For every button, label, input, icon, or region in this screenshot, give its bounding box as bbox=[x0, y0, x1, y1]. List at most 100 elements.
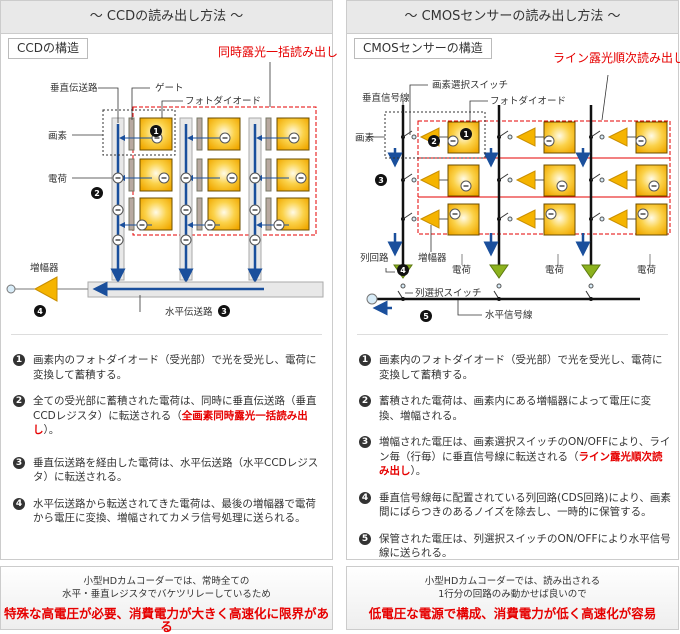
leader-line bbox=[98, 87, 119, 123]
step-marker-icon bbox=[150, 125, 162, 137]
pixel-select-switch bbox=[498, 212, 509, 220]
step-marker-number: 3 bbox=[221, 307, 227, 316]
leader-line bbox=[161, 100, 183, 118]
ccd-structure-label: CCDの構造 bbox=[8, 38, 88, 59]
label-pixel-select-switch: 画素選択スイッチ bbox=[432, 79, 508, 91]
switch-terminal bbox=[599, 216, 605, 222]
switch-terminal bbox=[507, 134, 513, 140]
label-charge: 電荷 bbox=[545, 265, 565, 276]
ccd-summary-line2: 水平・垂直レジスタでバケツリレーしているため bbox=[62, 589, 271, 600]
step-marker-number: 1 bbox=[463, 130, 469, 139]
switch-terminal bbox=[588, 283, 594, 289]
pixel-select-switch bbox=[402, 173, 413, 181]
step-text: 増幅された電圧は、画素選択スイッチのON/OFFにより、ライン毎（行毎）に垂直信… bbox=[379, 436, 671, 463]
divider bbox=[11, 334, 322, 335]
label-cmos-pixel: 画素 bbox=[355, 132, 375, 144]
photodiode bbox=[276, 197, 310, 231]
photodiode bbox=[635, 203, 668, 236]
pixel-select-switch bbox=[402, 130, 413, 138]
gate bbox=[265, 197, 272, 231]
pixel-select-switch bbox=[498, 173, 509, 181]
step-item: 5 保管された電圧は、列選択スイッチのON/OFFにより水平信号線に送られる。 bbox=[359, 532, 672, 561]
pixel-amplifier-icon bbox=[607, 209, 628, 229]
step-text: 保管された電圧は、列選択スイッチのON/OFFにより水平信号線に送られる。 bbox=[379, 532, 671, 560]
switch-terminal bbox=[507, 177, 513, 183]
column-circuit-icon bbox=[489, 264, 509, 279]
ccd-summary: 小型HDカムコーダーでは、常時全ての 水平・垂直レジスタでバケツリレーしているた… bbox=[0, 566, 333, 633]
cmos-summary-line1: 小型HDカムコーダーでは、読み出される bbox=[424, 576, 601, 587]
line-readout-region bbox=[417, 120, 671, 235]
cmos-summary-line2: 1行分の回路のみ動かせば良いので bbox=[438, 589, 587, 600]
divider bbox=[357, 334, 668, 335]
label-charge: 電荷 bbox=[637, 265, 657, 276]
gate bbox=[196, 197, 203, 231]
switch-terminal bbox=[599, 177, 605, 183]
label-vertical-transfer: 垂直伝送路 bbox=[50, 82, 98, 94]
pixel-amplifier-icon bbox=[419, 170, 440, 190]
step-number-icon: 1 bbox=[13, 354, 25, 366]
cmos-summary: 小型HDカムコーダーでは、読み出される 1行分の回路のみ動かせば良いので 低電圧… bbox=[346, 566, 679, 630]
leader-line bbox=[409, 84, 428, 135]
ccd-title: ～ CCDの読み出し方法 ～ bbox=[1, 1, 332, 34]
step-marker-icon bbox=[91, 187, 103, 199]
leader-line bbox=[457, 300, 482, 316]
label-cmos-amplifier: 増幅器 bbox=[418, 252, 447, 264]
ccd-summary-line1: 小型HDカムコーダーでは、常時全ての bbox=[83, 576, 250, 587]
pixel-select-switch bbox=[590, 130, 601, 138]
label-photodiode: フォトダイオード bbox=[185, 95, 261, 107]
step-item: 3 垂直伝送路を経由した電荷は、水平伝送路（水平CCDレジスタ）に転送される。 bbox=[13, 456, 326, 485]
pixel-outline bbox=[102, 109, 176, 156]
step-marker-number: 2 bbox=[94, 189, 100, 198]
step-marker-number: 4 bbox=[37, 307, 43, 316]
leader-line bbox=[131, 87, 150, 120]
step-marker-icon bbox=[375, 174, 387, 186]
step-number-icon: 3 bbox=[13, 456, 25, 469]
step-text: 全ての受光部に蓄積された電荷は、同時に垂直伝送路（垂直CCDレジスタ）に転送され… bbox=[33, 395, 317, 422]
label-horizontal-signal-line: 水平信号線 bbox=[485, 309, 533, 321]
photodiode bbox=[447, 164, 480, 197]
step-text: 蓄積された電荷は、画素内にある増幅器によって電圧に変換、増幅される。 bbox=[379, 395, 652, 422]
pixel-select-switch bbox=[402, 212, 413, 220]
output-terminal bbox=[366, 293, 378, 305]
pixel-amplifier-icon bbox=[515, 209, 536, 229]
step-text-end: ）。 bbox=[410, 465, 427, 477]
step-marker-icon bbox=[420, 310, 432, 322]
amplifier-icon bbox=[33, 276, 58, 302]
ccd-mode-label: 同時露光一括読み出し bbox=[218, 44, 338, 59]
pixel-select-switch bbox=[590, 173, 601, 181]
cmos-conclusion: 低電圧な電源で構成、消費電力が低く高速化が容易 bbox=[368, 606, 657, 621]
gate bbox=[196, 117, 203, 151]
switch-terminal bbox=[496, 283, 502, 289]
label-gate: ゲート bbox=[155, 82, 184, 94]
column-circuit-icon bbox=[581, 264, 601, 279]
gate bbox=[128, 197, 135, 231]
step-text: 水平伝送路から転送されてきた電荷は、最後の増幅器で電荷から電圧に変換、増幅されて… bbox=[33, 497, 316, 525]
pixel-amplifier-icon bbox=[607, 170, 628, 190]
switch-terminal bbox=[411, 216, 417, 222]
leader-line bbox=[469, 100, 488, 122]
step-number-icon: 5 bbox=[359, 532, 371, 545]
leader-line bbox=[601, 74, 609, 121]
step-marker-number: 4 bbox=[400, 266, 406, 275]
gate bbox=[265, 158, 272, 192]
step-marker-icon bbox=[34, 305, 46, 317]
label-charge: 電荷 bbox=[452, 265, 472, 276]
ccd-diagram: 1 2 3 4 bbox=[6, 62, 324, 317]
switch-terminal bbox=[599, 134, 605, 140]
label-amplifier: 増幅器 bbox=[30, 262, 59, 274]
step-text: 垂直伝送路を経由した電荷は、水平伝送路（水平CCDレジスタ）に転送される。 bbox=[33, 456, 319, 484]
output-terminal bbox=[6, 284, 16, 294]
label-horizontal-transfer: 水平伝送路 bbox=[165, 306, 213, 318]
label-vertical-signal-line: 垂直信号線 bbox=[362, 92, 410, 104]
step-marker-number: 1 bbox=[153, 127, 159, 136]
